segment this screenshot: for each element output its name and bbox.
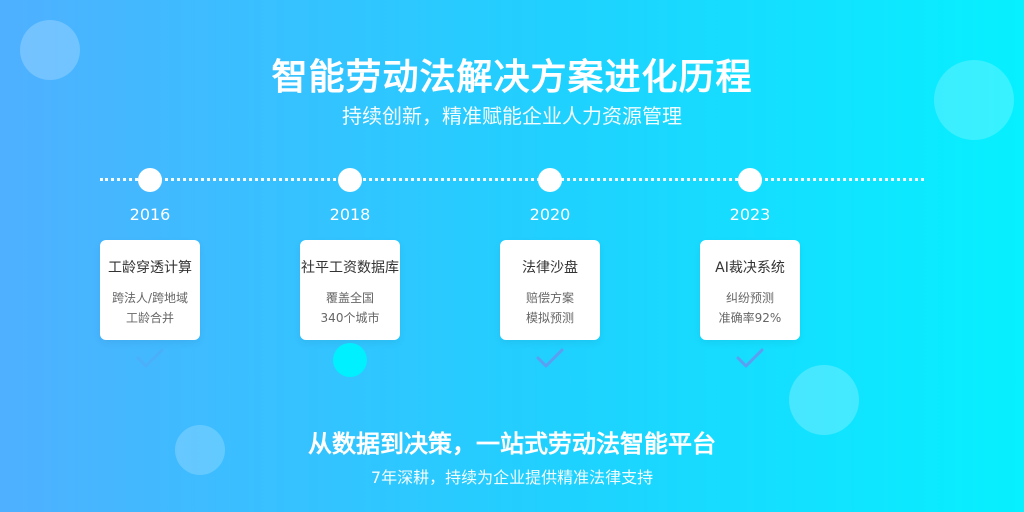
milestone-detail-2: 准确率92%	[718, 311, 782, 325]
timeline-node	[538, 168, 562, 192]
page-title: 智能劳动法解决方案进化历程	[271, 57, 753, 98]
decorative-circle	[175, 425, 225, 475]
milestone-detail-2: 模拟预测	[525, 311, 574, 325]
milestone-year: 2023	[729, 205, 771, 224]
milestone-title: 社平工资数据库	[301, 260, 399, 276]
timeline-node	[738, 168, 762, 192]
timeline-dotted-line	[100, 178, 924, 181]
milestone-detail-1: 赔偿方案	[525, 291, 574, 305]
milestone-detail-1: 跨法人/跨地域	[111, 291, 189, 305]
check-icon	[530, 344, 570, 374]
check-icon	[730, 344, 770, 374]
milestone-title: 工龄穿透计算	[108, 260, 192, 276]
milestone-detail-1: 纠纷预测	[725, 291, 774, 305]
milestone-detail-2: 工龄合并	[125, 311, 174, 325]
milestone-title: 法律沙盘	[522, 260, 578, 276]
decorative-circle	[20, 20, 80, 80]
circle-icon	[333, 343, 367, 377]
milestone-card: 社平工资数据库 覆盖全国 340个城市	[300, 240, 400, 340]
milestone-card: AI裁决系统 纠纷预测 准确率92%	[700, 240, 800, 340]
milestone-year: 2020	[529, 205, 571, 224]
footer-subline: 7年深耕，持续为企业提供精准法律支持	[370, 468, 654, 487]
milestone-card: 工龄穿透计算 跨法人/跨地域 工龄合并	[100, 240, 200, 340]
check-icon	[130, 344, 170, 374]
milestone-card: 法律沙盘 赔偿方案 模拟预测	[500, 240, 600, 340]
decorative-circle	[789, 365, 859, 435]
milestone-year: 2018	[329, 205, 371, 224]
decorative-circle	[934, 60, 1014, 140]
milestone-title: AI裁决系统	[715, 260, 785, 276]
footer-tagline: 从数据到决策，一站式劳动法智能平台	[308, 430, 716, 458]
page-subtitle: 持续创新，精准赋能企业人力资源管理	[342, 104, 682, 128]
timeline-node	[138, 168, 162, 192]
timeline-node	[338, 168, 362, 192]
milestone-year: 2016	[129, 205, 171, 224]
milestone-detail-1: 覆盖全国	[325, 291, 374, 305]
milestone-detail-2: 340个城市	[320, 311, 380, 325]
